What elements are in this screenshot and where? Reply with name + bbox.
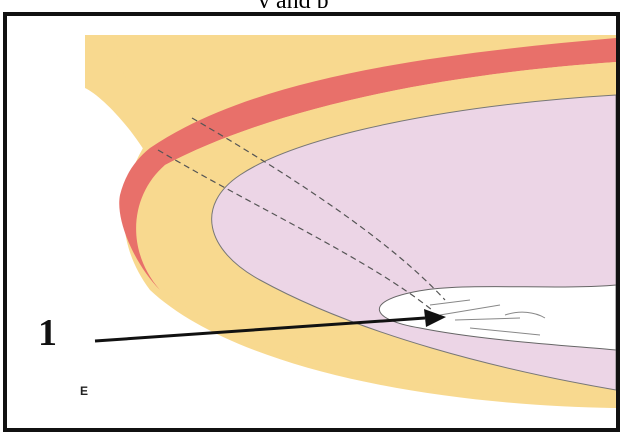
callout-number-label: 1 (38, 311, 57, 355)
panel-letter-label: E (80, 384, 88, 398)
